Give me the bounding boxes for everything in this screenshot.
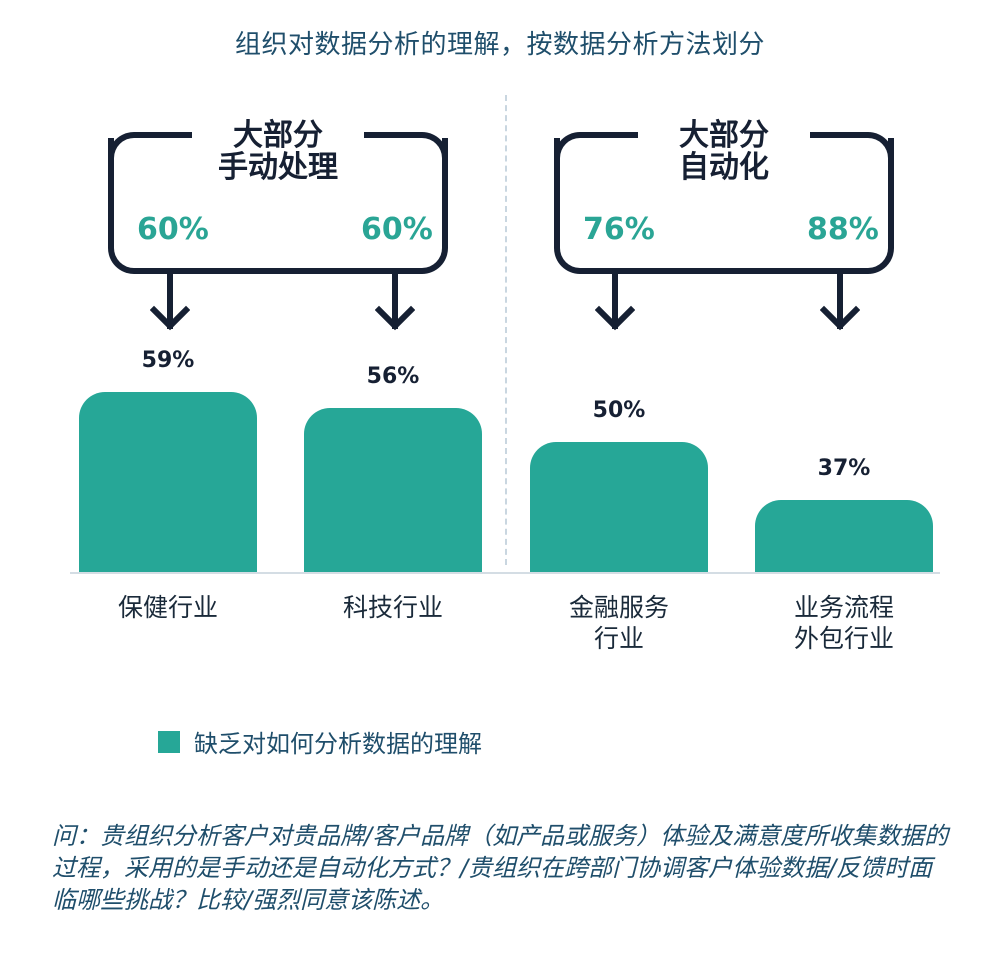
bar-financial-services	[530, 442, 708, 572]
group-label-manual: 大部分 手动处理	[218, 118, 338, 185]
bar-bpo	[755, 500, 933, 572]
chart-title: 组织对数据分析的理解，按数据分析方法划分	[234, 30, 765, 60]
category-label: 科技行业	[342, 593, 443, 622]
pct-manual-left: 60%	[137, 212, 209, 247]
bar-value-label: 50%	[592, 398, 646, 423]
pct-automated-right: 88%	[807, 212, 879, 247]
bar-technology	[304, 408, 482, 572]
arrow-down-icon	[150, 274, 190, 331]
arrow-down-icon	[375, 274, 415, 331]
pct-manual-right: 60%	[361, 212, 433, 247]
legend-swatch	[158, 730, 180, 753]
survey-question-note: 问：贵组织分析客户对贵品牌/客户品牌（如产品或服务）体验及满意度所收集数据的过程…	[52, 822, 949, 914]
bar-value-label: 59%	[141, 348, 195, 373]
bar-value-label: 37%	[817, 456, 871, 481]
group-divider	[505, 95, 507, 565]
category-label: 金融服务行业	[568, 593, 669, 653]
bar-healthcare	[79, 392, 257, 572]
pct-automated-left: 76%	[583, 212, 655, 247]
legend-label: 缺乏对如何分析数据的理解	[194, 730, 482, 758]
legend: 缺乏对如何分析数据的理解	[158, 724, 482, 759]
arrow-down-icon	[820, 274, 860, 331]
x-axis-baseline	[70, 572, 940, 574]
category-label: 保健行业	[117, 593, 218, 622]
group-label-automated: 大部分 自动化	[679, 118, 769, 185]
bar-value-label: 56%	[366, 364, 420, 389]
category-label: 业务流程外包行业	[793, 593, 894, 653]
arrow-down-icon	[595, 274, 635, 331]
